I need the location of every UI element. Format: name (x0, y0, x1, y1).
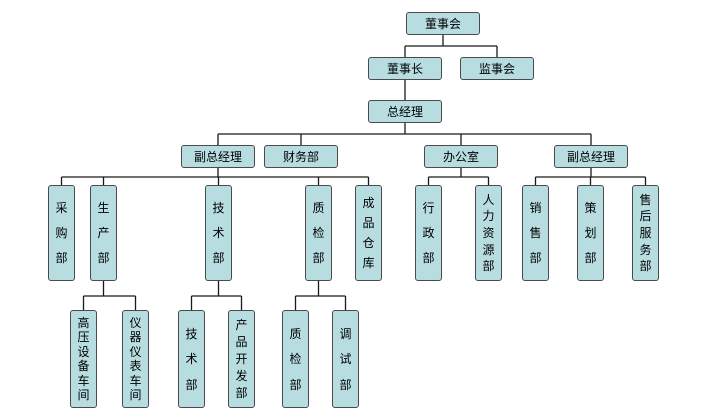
node-office: 办公室 (424, 145, 498, 168)
node-sales: 销售部 (522, 185, 549, 281)
node-tech-sub: 技术部 (178, 310, 205, 408)
node-chairman: 董事长 (368, 57, 442, 80)
node-quality: 质检部 (305, 185, 332, 281)
node-deputy-gm-left: 副总经理 (181, 145, 255, 168)
node-after-sales: 售后服务部 (632, 185, 659, 281)
node-board: 董事会 (406, 12, 480, 35)
node-technology: 技术部 (205, 185, 232, 281)
node-instrument-workshop: 仪器仪表车间 (122, 310, 149, 408)
node-hv-workshop: 高压设备车间 (70, 310, 97, 408)
node-purchasing: 采购部 (48, 185, 75, 281)
node-supervisory: 监事会 (460, 57, 534, 80)
node-planning: 策划部 (577, 185, 604, 281)
node-general-manager: 总经理 (368, 100, 442, 123)
node-product-dev: 产品开发部 (228, 310, 255, 408)
node-admin: 行政部 (415, 185, 442, 281)
node-finance: 财务部 (264, 145, 338, 168)
node-deputy-gm-right: 副总经理 (554, 145, 628, 168)
node-debugging: 调试部 (332, 310, 359, 408)
node-production: 生产部 (90, 185, 117, 281)
node-hr: 人力资源部 (475, 185, 502, 281)
node-warehouse: 成品仓库 (355, 185, 382, 281)
node-quality-sub: 质检部 (282, 310, 309, 408)
